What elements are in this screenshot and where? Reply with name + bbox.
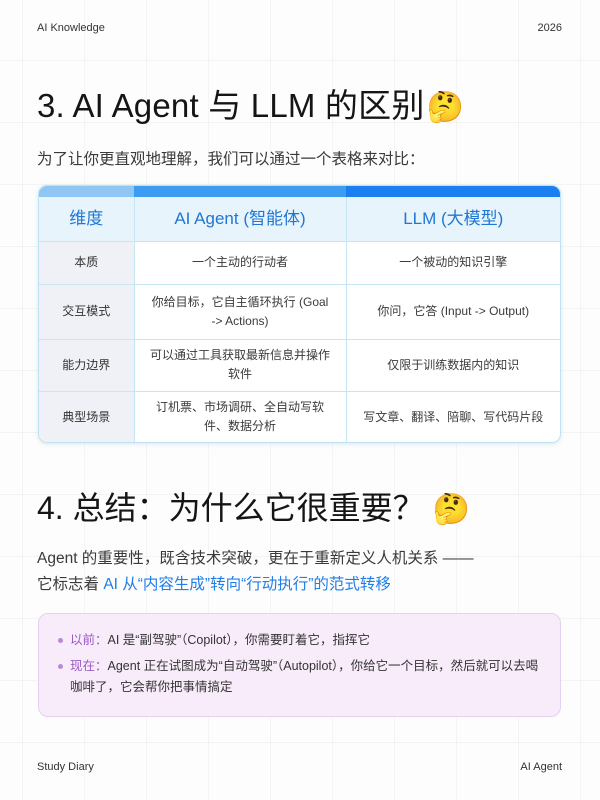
callout-text: AI 是“副驾驶”（Copilot），你需要盯着它，指挥它 xyxy=(107,633,371,647)
row-llm-cell: 你问，它答 (Input -> Output) xyxy=(345,283,560,340)
summary-highlight: AI 从“内容生成”转向“行动执行”的范式转移 xyxy=(103,576,391,593)
row-llm-cell: 写文章、翻译、陪聊、写代码片段 xyxy=(345,390,560,442)
table-row: 典型场景 订机票、市场调研、全自动写软件、数据分析 写文章、翻译、陪聊、写代码片… xyxy=(39,390,560,442)
callout-label: 以前： xyxy=(70,633,108,647)
comparison-table: 维度 AI Agent (智能体) LLM (大模型) 本质 一个主动的行动者 … xyxy=(38,185,561,443)
row-dimension: 典型场景 xyxy=(39,390,135,442)
summary-line-2-prefix: 它标志着 xyxy=(37,576,104,593)
thinking-face-icon: 🤔 xyxy=(432,493,470,526)
table-row: 交互模式 你给目标，它自主循环执行 (Goal -> Actions) 你问，它… xyxy=(39,283,560,340)
section-4-title-text: 4. 总结：为什么它很重要？ xyxy=(37,490,425,526)
callout-item-now: 现在：Agent 正在试图成为“自动驾驶”（Autopilot），你给它一个目标… xyxy=(58,656,540,698)
color-bar-segment-2 xyxy=(134,186,346,197)
footer-left: Study Diary xyxy=(37,761,94,773)
row-agent-cell: 一个主动的行动者 xyxy=(133,240,347,285)
section-4-title: 4. 总结：为什么它很重要？🤔 xyxy=(37,486,470,532)
row-agent-cell: 你给目标，它自主循环执行 (Goal -> Actions) xyxy=(133,283,347,340)
row-dimension: 能力边界 xyxy=(39,338,135,392)
table-row: 能力边界 可以通过工具获取最新信息并操作软件 仅限于训练数据内的知识 xyxy=(39,338,560,392)
header-year: 2026 xyxy=(537,22,562,34)
section-3-title: 3. AI Agent 与 LLM 的区别🤔 xyxy=(37,84,464,130)
row-llm-cell: 一个被动的知识引擎 xyxy=(345,240,560,285)
footer-right: AI Agent xyxy=(520,761,562,773)
column-header-llm: LLM (大模型) xyxy=(345,197,560,242)
summary-line-2: 它标志着 AI 从“内容生成”转向“行动执行”的范式转移 xyxy=(37,572,567,598)
header-brand: AI Knowledge xyxy=(37,22,105,34)
row-dimension: 交互模式 xyxy=(39,283,135,340)
comparison-callout: 以前：AI 是“副驾驶”（Copilot），你需要盯着它，指挥它 现在：Agen… xyxy=(38,613,561,717)
callout-label: 现在： xyxy=(70,659,108,673)
summary-line-1: Agent 的重要性，既含技术突破，更在于重新定义人机关系 —— xyxy=(37,550,474,567)
table-header-row: 维度 AI Agent (智能体) LLM (大模型) xyxy=(39,197,560,242)
thinking-face-icon: 🤔 xyxy=(426,91,465,124)
summary-paragraph: Agent 的重要性，既含技术突破，更在于重新定义人机关系 —— 它标志着 AI… xyxy=(37,546,567,598)
table-row: 本质 一个主动的行动者 一个被动的知识引擎 xyxy=(39,240,560,285)
color-bar-segment-1 xyxy=(39,186,134,197)
section-3-intro: 为了让你更直观地理解，我们可以通过一个表格来对比： xyxy=(37,151,425,168)
color-bar-segment-3 xyxy=(346,186,560,197)
table-color-bar xyxy=(39,186,560,197)
column-header-agent: AI Agent (智能体) xyxy=(133,197,347,242)
row-agent-cell: 可以通过工具获取最新信息并操作软件 xyxy=(133,338,347,392)
column-header-dimension: 维度 xyxy=(39,197,135,242)
section-3-title-text: 3. AI Agent 与 LLM 的区别 xyxy=(37,87,425,124)
callout-text: Agent 正在试图成为“自动驾驶”（Autopilot），你给它一个目标，然后… xyxy=(70,659,539,694)
callout-item-before: 以前：AI 是“副驾驶”（Copilot），你需要盯着它，指挥它 xyxy=(58,630,540,651)
row-dimension: 本质 xyxy=(39,240,135,285)
row-llm-cell: 仅限于训练数据内的知识 xyxy=(345,338,560,392)
row-agent-cell: 订机票、市场调研、全自动写软件、数据分析 xyxy=(133,390,347,442)
